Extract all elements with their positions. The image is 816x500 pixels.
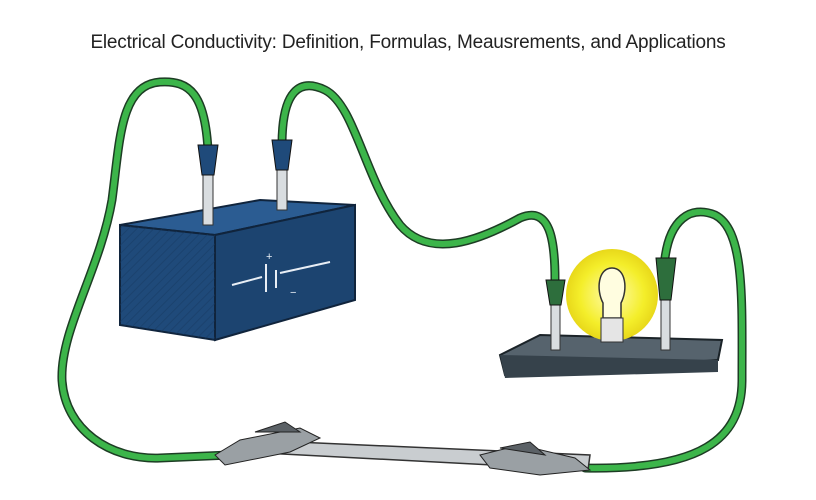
battery-symbol <box>231 261 331 292</box>
minus-sign: − <box>290 287 296 299</box>
plus-sign: + <box>266 251 272 263</box>
board-terminal-left <box>545 279 566 351</box>
wires <box>57 77 747 473</box>
battery: + − <box>119 139 356 342</box>
conductor-sample-with-clips <box>214 421 592 476</box>
battery-terminal-positive <box>271 139 293 211</box>
page-title: Electrical Conductivity: Definition, For… <box>90 32 726 53</box>
alligator-clip-left <box>214 421 322 466</box>
board-terminal-right <box>655 257 677 351</box>
battery-terminal-negative <box>197 144 219 226</box>
alligator-clip-right <box>479 441 592 476</box>
light-bulb-icon <box>598 267 626 343</box>
bulb-board <box>498 249 724 378</box>
